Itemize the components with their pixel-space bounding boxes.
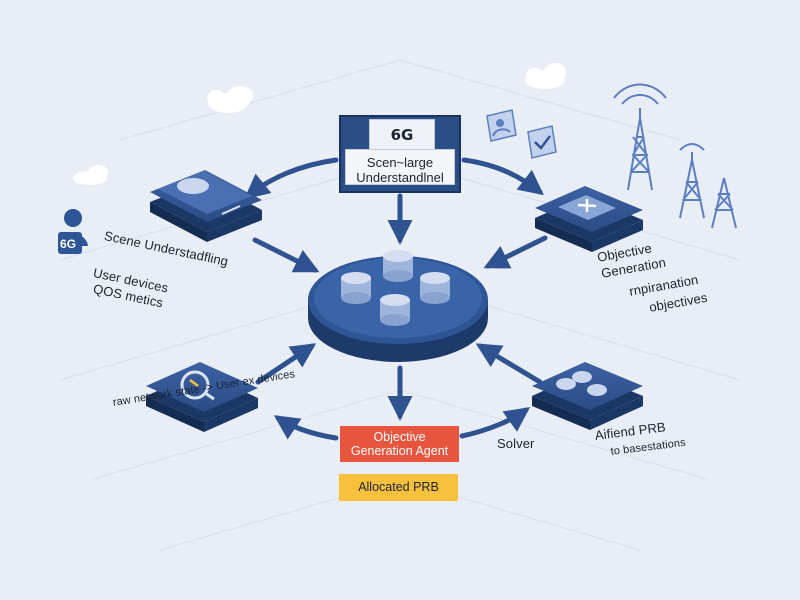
- coin-icon: [572, 371, 592, 383]
- cloud-icon: [525, 63, 566, 89]
- search-icon: [180, 370, 210, 400]
- database-icon: [380, 294, 410, 326]
- hub-arrows: [252, 193, 548, 421]
- cell-tower-icon: [679, 143, 705, 219]
- model-label-panel: [345, 149, 455, 185]
- agent-line1: Objective: [373, 430, 426, 444]
- 6g-badge: 6G: [369, 119, 435, 151]
- model-label-line2: Understandlnel: [356, 170, 444, 185]
- cloud-icon: [207, 86, 253, 113]
- scene-understanding-model-box: 6G Scen~large Understandlnel: [339, 115, 461, 193]
- coin-icon: [587, 384, 607, 396]
- allocated-prb-box: Allocated PRB: [339, 474, 458, 501]
- cell-tower-icon: [613, 83, 667, 191]
- target-icon: [577, 199, 597, 212]
- user-icon: [58, 209, 88, 254]
- coin-icon: [556, 378, 576, 390]
- cell-tower-icon: [711, 177, 737, 229]
- flow-arrows: [244, 157, 544, 441]
- cloud-icon: [73, 165, 108, 185]
- user-6g-label: 6G: [60, 237, 77, 251]
- solver-label: Solver: [497, 436, 535, 451]
- agent-line2: Generation Agent: [350, 444, 449, 458]
- database-icon: [383, 250, 413, 282]
- objective-generation-agent-box: Objective Generation Agent: [340, 426, 459, 462]
- checkmark-icon: [527, 125, 557, 159]
- monitor-icon: [177, 178, 209, 194]
- scene-understanding-node: [150, 170, 262, 242]
- solver-node: [532, 362, 643, 430]
- database-icon: [420, 272, 450, 304]
- objective-generation-node: [535, 186, 643, 252]
- network-state-node: [146, 362, 258, 432]
- image-icon: [486, 109, 517, 142]
- database-icon: [341, 272, 371, 304]
- model-label-line1: Scen~large: [366, 155, 434, 170]
